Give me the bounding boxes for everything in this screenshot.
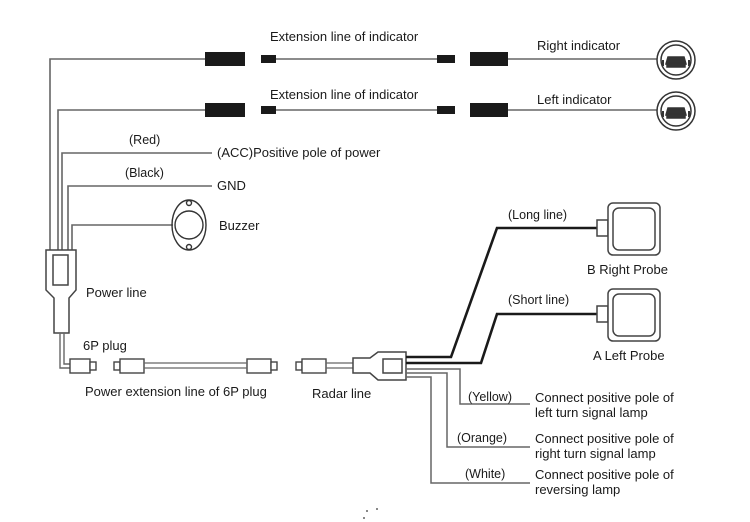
white-connect-line2: reversing lamp xyxy=(535,482,621,497)
orange-connect-line1: Connect positive pole of xyxy=(535,431,674,446)
buzzer-icon xyxy=(171,199,207,251)
short-line-wire xyxy=(406,312,597,365)
power-extension-label: Power extension line of 6P plug xyxy=(85,384,267,399)
probe-wires xyxy=(406,226,597,365)
white-connect-line1: Connect positive pole of xyxy=(535,467,674,482)
left-indicator-wire xyxy=(57,109,205,250)
yellow-connect-line1: Connect positive pole of xyxy=(535,390,674,405)
yellow-wire-label: (Yellow) xyxy=(468,390,513,404)
signal-wires xyxy=(406,368,530,484)
yellow-wire xyxy=(406,368,530,405)
orange-connect-line2: right turn signal lamp xyxy=(535,446,656,461)
b-right-probe-label: B Right Probe xyxy=(587,262,668,277)
gnd-wire xyxy=(67,185,212,250)
buzzer-label: Buzzer xyxy=(219,218,260,233)
plug-connectors xyxy=(69,358,327,374)
connector-block xyxy=(437,55,455,63)
right-indicator-label: Right indicator xyxy=(537,38,621,53)
indicator-connectors xyxy=(205,52,508,117)
extension-cable xyxy=(144,362,353,369)
radar-line-label: Radar line xyxy=(312,386,372,401)
right-indicator-icon xyxy=(656,40,696,80)
black-wire-label: (Black) xyxy=(125,166,164,180)
indicator-wires xyxy=(49,58,657,250)
plug-label: 6P plug xyxy=(83,338,127,353)
acc-label: (ACC)Positive pole of power xyxy=(217,145,381,160)
extension-label-bottom: Extension line of indicator xyxy=(270,87,419,102)
acc-wire xyxy=(61,152,212,250)
a-left-probe-label: A Left Probe xyxy=(593,348,665,363)
connector-block xyxy=(437,106,455,114)
left-indicator-icon xyxy=(656,91,696,131)
connector-block xyxy=(261,55,276,63)
power-wires xyxy=(61,152,212,250)
orange-wire xyxy=(406,372,530,448)
buzzer-wire xyxy=(71,224,173,250)
long-line-label: (Long line) xyxy=(508,208,568,222)
connector-block xyxy=(205,103,245,117)
right-indicator-wire xyxy=(49,58,205,250)
long-line-wire xyxy=(406,226,597,359)
connector-block xyxy=(261,106,276,114)
connector-block xyxy=(470,52,508,66)
left-indicator-label: Left indicator xyxy=(537,92,612,107)
red-wire-label: (Red) xyxy=(129,133,161,147)
stray-marks xyxy=(363,508,378,519)
white-wire-label: (White) xyxy=(465,467,506,481)
extension-label-top: Extension line of indicator xyxy=(270,29,419,44)
white-wire xyxy=(406,376,530,484)
connector-block xyxy=(205,52,245,66)
yellow-connect-line2: left turn signal lamp xyxy=(535,405,648,420)
radar-harness xyxy=(352,351,407,381)
power-line-label: Power line xyxy=(86,285,147,300)
power-to-plug-wire xyxy=(59,333,70,369)
a-left-probe-icon xyxy=(596,288,661,342)
b-right-probe-icon xyxy=(596,202,661,256)
orange-wire-label: (Orange) xyxy=(457,431,508,445)
short-line-label: (Short line) xyxy=(508,293,570,307)
connector-block xyxy=(470,103,508,117)
gnd-label: GND xyxy=(217,178,246,193)
power-line-harness xyxy=(45,249,77,334)
